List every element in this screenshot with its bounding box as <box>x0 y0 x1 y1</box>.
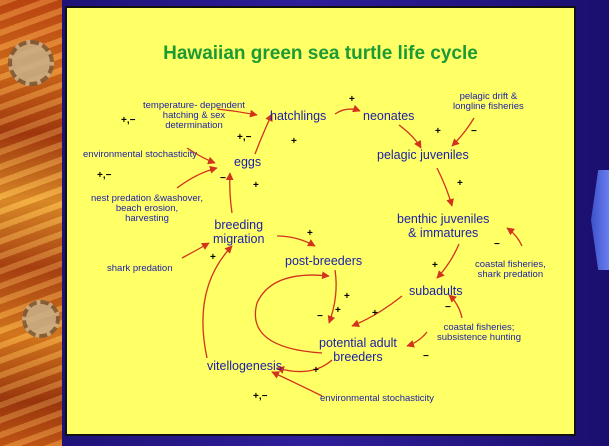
sign-minus: − <box>471 126 477 137</box>
stage-benthic-line2: & immatures <box>397 226 489 240</box>
arrow-hatchlings-neonates <box>335 109 360 114</box>
arrow-benthic-subadults <box>437 244 459 278</box>
sign-plus: + <box>349 94 355 105</box>
stage-breeding-migration: breeding migration <box>213 218 264 246</box>
factor-env-stochasticity-bottom: environmental stochasticity <box>320 394 434 404</box>
stage-benthic-juveniles: benthic juveniles & immatures <box>397 212 489 240</box>
factor-nest-line3: harvesting <box>91 214 203 224</box>
factor-temperature-line3: determination <box>143 121 245 131</box>
sign-minus: − <box>220 173 226 184</box>
stage-eggs: eggs <box>234 155 261 169</box>
factor-coastal-shark-line2: shark predation <box>475 270 546 280</box>
stage-breeding-line1: breeding <box>213 218 264 232</box>
arrow-coastal-potential <box>407 332 427 346</box>
sign-plus: + <box>432 260 438 271</box>
arrow-coastalshark-benthic <box>507 228 522 246</box>
sign-plus-minus: +,− <box>97 170 111 181</box>
factor-pelagic-drift-line2: longline fisheries <box>453 102 524 112</box>
arrow-pelagic-benthic <box>437 168 452 206</box>
sign-minus: − <box>423 351 429 362</box>
diagram-panel: Hawaiian green sea turtle life cycle ha <box>65 6 576 436</box>
factor-nest-predation: nest predation &washover, beach erosion,… <box>91 194 203 224</box>
arrow-breeding-eggs <box>230 173 232 213</box>
arrow-nest-eggs <box>177 168 217 188</box>
sign-plus: + <box>307 228 313 239</box>
sign-plus: + <box>435 126 441 137</box>
arrow-vitellogenesis-breeding <box>203 246 232 358</box>
gear-icon <box>22 300 60 338</box>
sign-minus: − <box>317 311 323 322</box>
stage-potential-adult-breeders: potential adult breeders <box>319 336 397 364</box>
factor-env-stochasticity-top: environmental stochasticity <box>83 150 197 160</box>
factor-pelagic-drift: pelagic drift & longline fisheries <box>453 92 524 112</box>
sign-plus: + <box>253 180 259 191</box>
stage-potential-line2: breeders <box>319 350 397 364</box>
factor-coastal-subsistence: coastal fisheries; subsistence hunting <box>437 323 521 343</box>
arrow-neonates-pelagic <box>399 125 421 148</box>
stage-neonates: neonates <box>363 109 414 123</box>
sign-plus: + <box>457 178 463 189</box>
sign-plus: + <box>291 136 297 147</box>
stage-subadults: subadults <box>409 284 463 298</box>
sign-plus: + <box>210 252 216 263</box>
stage-post-breeders: post-breeders <box>285 254 362 268</box>
sign-plus: + <box>335 305 341 316</box>
sign-minus: − <box>445 302 451 313</box>
stage-potential-line1: potential adult <box>319 336 397 350</box>
factor-coastal-subsistence-line2: subsistence hunting <box>437 333 521 343</box>
stage-vitellogenesis: vitellogenesis <box>207 359 282 373</box>
factor-coastal-shark: coastal fisheries, shark predation <box>475 260 546 280</box>
sign-plus: + <box>372 308 378 319</box>
sign-plus-minus: +,− <box>237 132 251 143</box>
gear-icon <box>8 40 54 86</box>
stage-benthic-line1: benthic juveniles <box>397 212 489 226</box>
sign-plus: + <box>344 291 350 302</box>
arrow-shark-breeding <box>182 243 209 258</box>
sign-plus-minus: +,− <box>121 115 135 126</box>
stage-pelagic-juveniles: pelagic juveniles <box>377 148 469 162</box>
stage-breeding-line2: migration <box>213 232 264 246</box>
factor-shark-predation: shark predation <box>107 264 172 274</box>
sign-minus: − <box>494 239 500 250</box>
factor-temperature: temperature- dependent hatching & sex de… <box>143 101 245 131</box>
sign-plus: + <box>313 365 319 376</box>
sign-plus-minus: +,− <box>253 391 267 402</box>
stage-hatchlings: hatchlings <box>270 109 326 123</box>
